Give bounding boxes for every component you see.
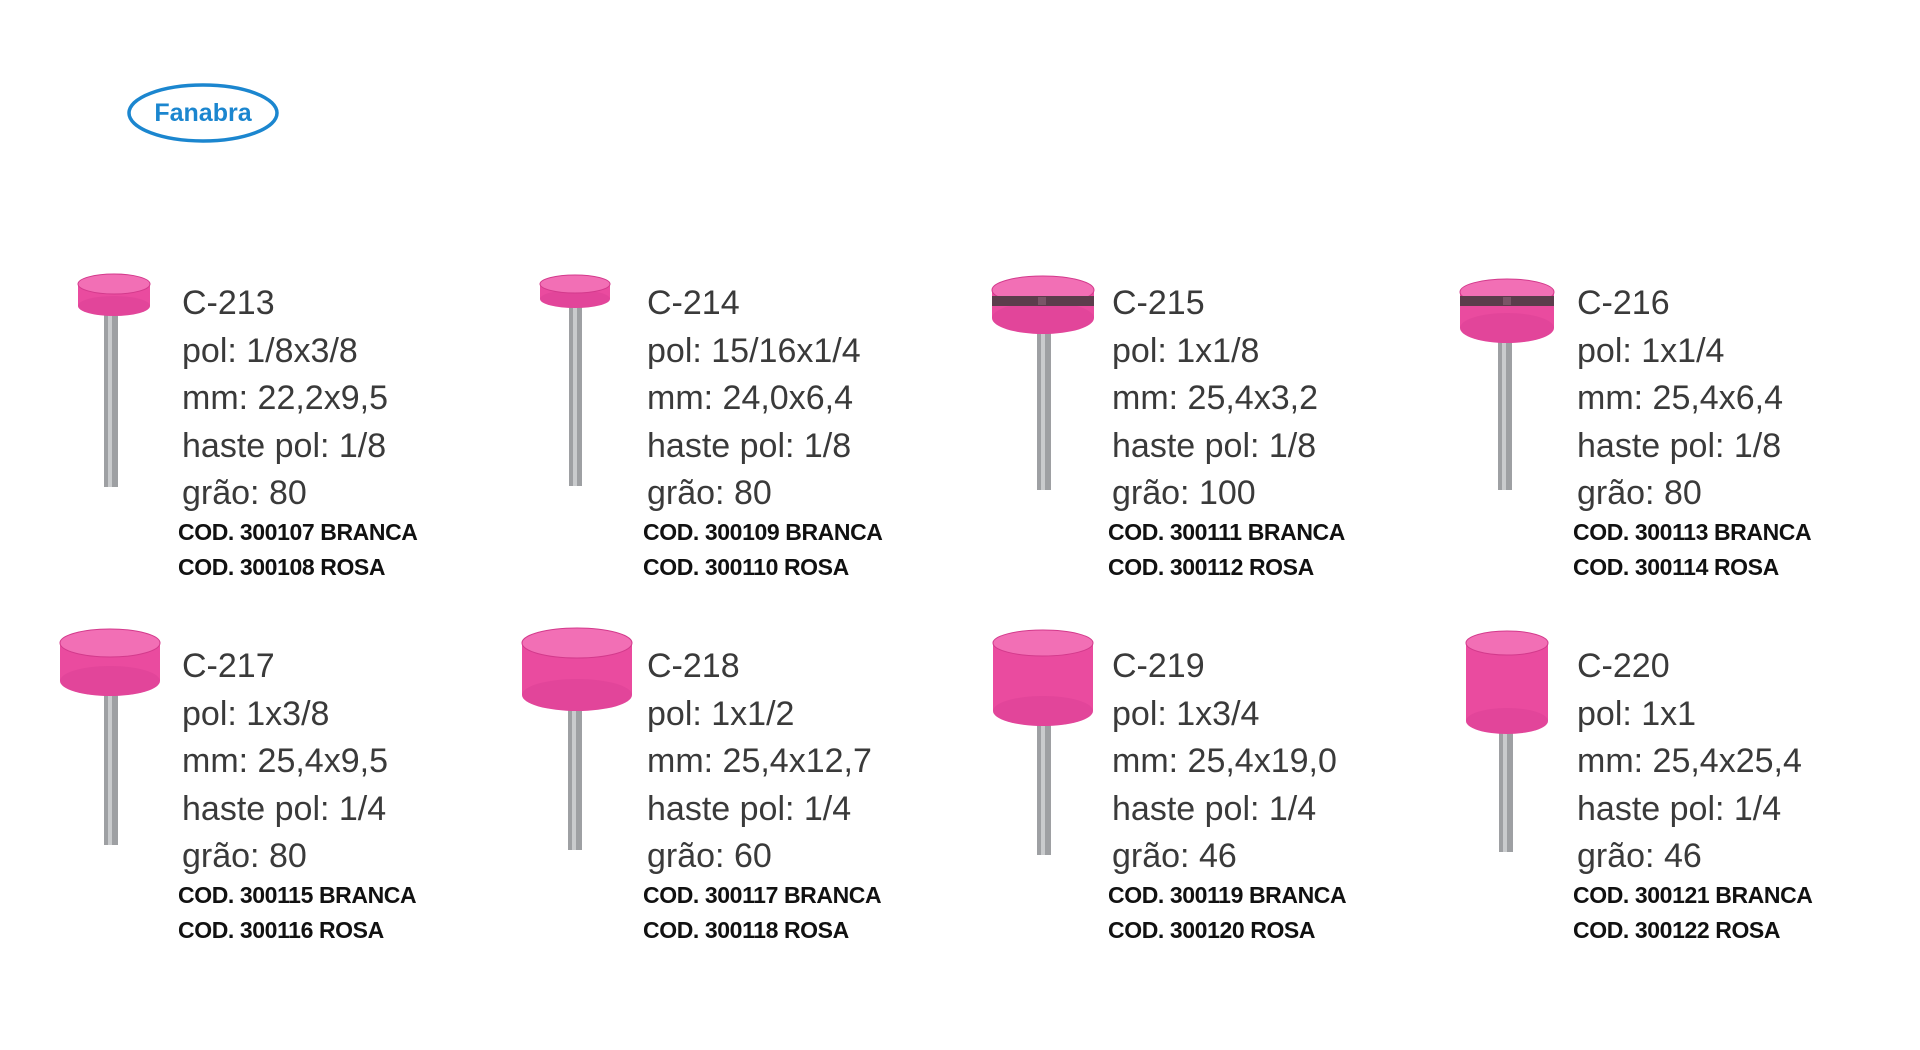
size-mm: mm: 25,4x12,7 [647,742,872,780]
product-codes: COD. 300109 BRANCA COD. 300110 ROSA [643,515,883,585]
product-codes: COD. 300113 BRANCA COD. 300114 ROSA [1573,515,1812,585]
product-card-c214: C-214 pol: 15/16x1/4 mm: 24,0x6,4 haste … [515,262,955,582]
product-card-c218: C-218 pol: 1x1/2 mm: 25,4x12,7 haste pol… [515,625,955,945]
code-pink: COD. 300110 ROSA [643,554,849,580]
code-white: COD. 300107 BRANCA [178,519,418,545]
code-pink: COD. 300120 ROSA [1108,917,1316,943]
product-card-c217: C-217 pol: 1x3/8 mm: 25,4x9,5 haste pol:… [50,625,490,945]
grit: grão: 46 [1112,837,1237,875]
spec-list: C-220 pol: 1x1 mm: 25,4x25,4 haste pol: … [1577,643,1802,881]
mounted-stone-icon [1465,630,1549,852]
shaft-size: haste pol: 1/8 [647,426,852,465]
code-pink: COD. 300108 ROSA [178,554,386,580]
size-mm: mm: 25,4x25,4 [1577,742,1802,780]
code-white: COD. 300117 BRANCA [643,882,882,908]
product-codes: COD. 300107 BRANCA COD. 300108 ROSA [178,515,418,585]
size-inches: pol: 1x1/4 [1577,331,1725,370]
model-number: C-219 [1112,647,1205,685]
code-pink: COD. 300112 ROSA [1108,554,1314,580]
product-codes: COD. 300115 BRANCA COD. 300116 ROSA [178,878,417,948]
size-mm: mm: 24,0x6,4 [647,379,853,417]
mounted-stone-icon [77,273,151,487]
size-inches: pol: 1x3/4 [1112,694,1260,733]
code-pink: COD. 300114 ROSA [1573,554,1779,580]
fanabra-logo: Fanabra [126,82,280,144]
spec-list: C-213 pol: 1/8x3/8 mm: 22,2x9,5 haste po… [182,280,388,518]
model-number: C-220 [1577,647,1670,685]
shaft-size: haste pol: 1/4 [647,789,852,828]
size-inches: pol: 1/8x3/8 [182,331,358,370]
size-inches: pol: 1x1/2 [647,694,795,733]
model-number: C-217 [182,647,275,685]
product-card-c219: C-219 pol: 1x3/4 mm: 25,4x19,0 haste pol… [980,625,1420,945]
mounted-stone-icon [59,628,161,845]
grit: grão: 46 [1577,837,1702,875]
size-mm: mm: 22,2x9,5 [182,379,388,417]
grit: grão: 100 [1112,474,1256,512]
code-pink: COD. 300116 ROSA [178,917,384,943]
shaft-size: haste pol: 1/4 [1112,789,1317,828]
size-mm: mm: 25,4x6,4 [1577,379,1783,417]
product-codes: COD. 300119 BRANCA COD. 300120 ROSA [1108,878,1347,948]
brand-name: Fanabra [154,99,252,127]
slotted-stone-icon [991,275,1095,490]
grit: grão: 80 [182,474,307,512]
grit: grão: 80 [647,474,772,512]
model-number: C-216 [1577,284,1670,322]
shaft-size: haste pol: 1/8 [1112,426,1317,465]
product-card-c215: C-215 pol: 1x1/8 mm: 25,4x3,2 haste pol:… [980,262,1420,582]
mounted-stone-icon [521,627,633,850]
grit: grão: 80 [182,837,307,875]
size-mm: mm: 25,4x3,2 [1112,379,1318,417]
spec-list: C-216 pol: 1x1/4 mm: 25,4x6,4 haste pol:… [1577,280,1783,518]
model-number: C-214 [647,284,740,322]
code-white: COD. 300111 BRANCA [1108,519,1345,545]
spec-list: C-218 pol: 1x1/2 mm: 25,4x12,7 haste pol… [647,643,872,881]
slotted-stone-icon [1459,278,1555,490]
shaft-size: haste pol: 1/8 [182,426,387,465]
grit: grão: 80 [1577,474,1702,512]
model-number: C-215 [1112,284,1205,322]
size-inches: pol: 1x1 [1577,694,1697,733]
spec-list: C-217 pol: 1x3/8 mm: 25,4x9,5 haste pol:… [182,643,388,881]
spec-list: C-215 pol: 1x1/8 mm: 25,4x3,2 haste pol:… [1112,280,1318,518]
shaft-size: haste pol: 1/8 [1577,426,1782,465]
size-inches: pol: 15/16x1/4 [647,331,861,370]
spec-list: C-219 pol: 1x3/4 mm: 25,4x19,0 haste pol… [1112,643,1337,881]
code-white: COD. 300119 BRANCA [1108,882,1347,908]
mounted-stone-icon [539,274,611,486]
code-pink: COD. 300122 ROSA [1573,917,1781,943]
product-card-c220: C-220 pol: 1x1 mm: 25,4x25,4 haste pol: … [1445,625,1885,945]
product-codes: COD. 300121 BRANCA COD. 300122 ROSA [1573,878,1813,948]
size-mm: mm: 25,4x19,0 [1112,742,1337,780]
size-inches: pol: 1x3/8 [182,694,330,733]
product-card-c213: C-213 pol: 1/8x3/8 mm: 22,2x9,5 haste po… [50,262,490,582]
logo-ellipse-icon [127,83,279,143]
code-white: COD. 300115 BRANCA [178,882,417,908]
spec-list: C-214 pol: 15/16x1/4 mm: 24,0x6,4 haste … [647,280,861,518]
code-white: COD. 300121 BRANCA [1573,882,1813,908]
code-white: COD. 300113 BRANCA [1573,519,1812,545]
size-inches: pol: 1x1/8 [1112,331,1260,370]
product-codes: COD. 300117 BRANCA COD. 300118 ROSA [643,878,882,948]
size-mm: mm: 25,4x9,5 [182,742,388,780]
shaft-size: haste pol: 1/4 [182,789,387,828]
shaft-size: haste pol: 1/4 [1577,789,1782,828]
mounted-stone-icon [992,629,1094,855]
product-codes: COD. 300111 BRANCA COD. 300112 ROSA [1108,515,1345,585]
code-pink: COD. 300118 ROSA [643,917,849,943]
grit: grão: 60 [647,837,772,875]
product-card-c216: C-216 pol: 1x1/4 mm: 25,4x6,4 haste pol:… [1445,262,1885,582]
code-white: COD. 300109 BRANCA [643,519,883,545]
model-number: C-213 [182,284,275,322]
model-number: C-218 [647,647,740,685]
